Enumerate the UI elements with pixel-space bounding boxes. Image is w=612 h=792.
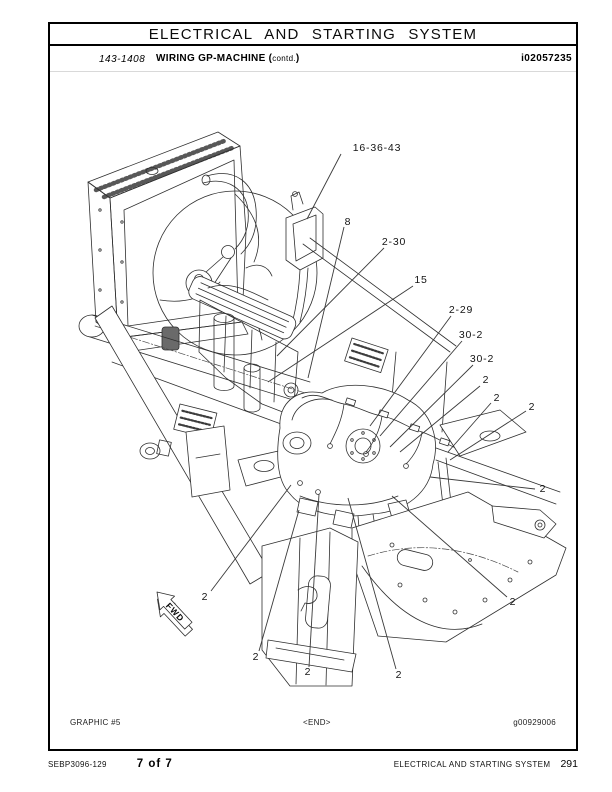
callout-label: 2-29: [449, 304, 473, 316]
callout-labels: 16-36-43 8 2-30 15 2-29 30-2 30-2 2 2 2 …: [202, 142, 547, 681]
section-header-row: 143-1408 WIRING GP-MACHINE (contd.) i020…: [50, 46, 576, 72]
callout-label: 15: [414, 274, 427, 286]
footer-left: SEBP3096-129 7 of 7: [48, 758, 173, 770]
callout-label: 2: [529, 401, 536, 413]
section-title-contd: contd.: [272, 54, 296, 63]
footer-right: ELECTRICAL AND STARTING SYSTEM 291: [394, 758, 578, 770]
footer-page-of: 7 of 7: [136, 758, 173, 770]
page-title: ELECTRICAL AND STARTING SYSTEM: [50, 24, 576, 46]
engine-group: [162, 265, 298, 416]
page-border: ELECTRICAL AND STARTING SYSTEM 143-1408 …: [48, 22, 578, 751]
callout-label: 2: [396, 669, 403, 681]
graphic-caption-row: GRAPHIC #5 <END> g00929006: [50, 718, 576, 727]
callout-label: 2: [253, 651, 260, 663]
section-number: 143-1408: [99, 54, 146, 65]
harness-group: [298, 395, 458, 494]
callout-label: 2: [494, 392, 501, 404]
fender-group: [303, 238, 560, 504]
callout-label: 30-2: [459, 329, 483, 341]
section-title: WIRING GP-MACHINE (contd.): [156, 53, 299, 64]
callout-label: 30-2: [470, 353, 494, 365]
callout-leader-lines: [211, 154, 535, 669]
end-marker: <END>: [303, 718, 331, 727]
callout-label: 2: [483, 374, 490, 386]
page-footer: SEBP3096-129 7 of 7 ELECTRICAL AND START…: [48, 758, 578, 770]
graphic-caption: GRAPHIC #5: [70, 718, 121, 727]
callout-label: 2: [305, 666, 312, 678]
footer-doc-code: SEBP3096-129: [48, 760, 107, 769]
callout-label: 2: [540, 483, 547, 495]
callout-label: 2: [510, 596, 517, 608]
graphic-id: g00929006: [513, 718, 556, 727]
doc-id: i02057235: [521, 53, 572, 64]
callout-label: 2: [202, 591, 209, 603]
callout-label: 8: [345, 216, 352, 228]
section-title-main: WIRING GP-MACHINE (: [156, 53, 273, 64]
ecm-bracket-group: [286, 192, 323, 324]
footer-title: ELECTRICAL AND STARTING SYSTEM: [393, 760, 551, 769]
rear-frame-group: [352, 410, 566, 642]
radiator-hose: [202, 174, 256, 254]
callout-label: 16-36-43: [353, 142, 401, 154]
footer-page-number: 291: [560, 758, 578, 770]
section-title-close: ): [295, 53, 300, 64]
chassis-front-group: [79, 306, 310, 584]
callout-label: 2-30: [382, 236, 406, 248]
